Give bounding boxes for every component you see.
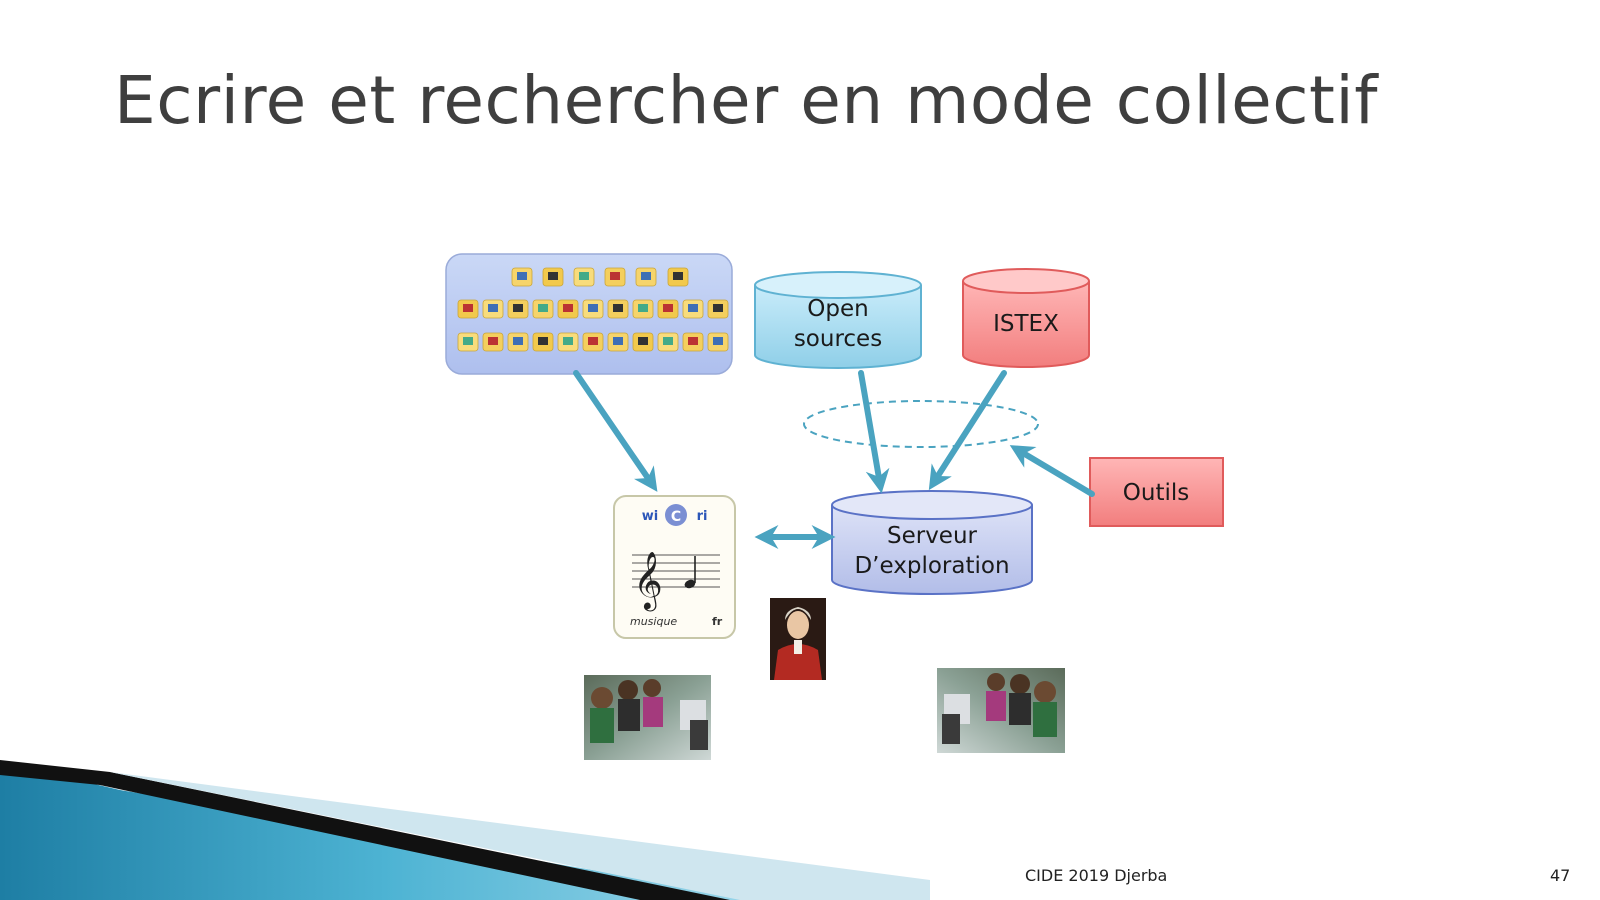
- portal-tile-glyph: [673, 272, 683, 280]
- portal-tile-glyph: [713, 304, 723, 312]
- serveur-node: Serveur D’exploration: [831, 490, 1033, 595]
- portal-tile-glyph: [488, 337, 498, 345]
- page-number: 47: [1550, 866, 1571, 885]
- serveur-label-2: D’exploration: [854, 553, 1009, 579]
- open-sources-node: Open sources: [754, 271, 922, 369]
- portal-tile-glyph: [563, 337, 573, 345]
- portal-tile-glyph: [548, 272, 558, 280]
- open-sources-label-2: sources: [794, 326, 882, 352]
- portal-tile-glyph: [638, 304, 648, 312]
- arrows: [573, 370, 1095, 549]
- portal-tile-glyph: [588, 304, 598, 312]
- portal-tile-glyph: [641, 272, 651, 280]
- portal-tile-glyph: [513, 304, 523, 312]
- quarter-note-icon: [684, 556, 696, 589]
- wicri-prefix: wi: [642, 509, 658, 524]
- portal-tile-glyph: [579, 272, 589, 280]
- portal-tile-glyph: [610, 272, 620, 280]
- wicri-musique-card: wi C ri 𝄞 musique fr: [613, 495, 736, 639]
- portal-tile-glyph: [688, 304, 698, 312]
- wicri-caption: musique: [630, 615, 677, 628]
- portal-tile-glyph: [513, 337, 523, 345]
- portal-tile-glyph: [663, 304, 673, 312]
- portal-tile-glyph: [517, 272, 527, 280]
- footer-band: [0, 760, 930, 900]
- outils-label: Outils: [1123, 480, 1189, 506]
- portal-tile-glyph: [463, 337, 473, 345]
- portal-icon-grid: [457, 267, 729, 352]
- portal-tile-glyph: [563, 304, 573, 312]
- selection-zone: [803, 400, 1039, 448]
- wicri-logo-icon: [665, 504, 687, 526]
- portal-tile-glyph: [613, 304, 623, 312]
- portal-tile-glyph: [613, 337, 623, 345]
- music-staff-icon: [632, 554, 720, 588]
- portal-tile-glyph: [538, 304, 548, 312]
- serveur-label-1: Serveur: [887, 523, 978, 549]
- slide-title: Ecrire et rechercher en mode collectif: [114, 62, 1378, 139]
- wicri-suffix: ri: [697, 509, 708, 524]
- arrow-outils-to-zone: [1009, 445, 1095, 497]
- portal-tile-glyph: [688, 337, 698, 345]
- portal-tile-glyph: [663, 337, 673, 345]
- portal-tile-glyph: [463, 304, 473, 312]
- wicri-logo-letter: C: [671, 509, 681, 525]
- arrow-opensources-to-serveur: [858, 370, 890, 494]
- footer-event: CIDE 2019 Djerba: [1025, 866, 1168, 885]
- portal-tile-glyph: [638, 337, 648, 345]
- students-photo-right: [937, 668, 1065, 753]
- portal-tile-glyph: [713, 337, 723, 345]
- istex-label: ISTEX: [993, 311, 1059, 337]
- portrait-image: [770, 598, 826, 680]
- wicri-lang: fr: [712, 615, 723, 628]
- treble-clef-icon: 𝄞: [633, 551, 663, 612]
- arrow-portal-to-wicri: [573, 370, 658, 492]
- portal-thumbnail: [445, 253, 733, 375]
- students-photo-left: [584, 675, 711, 760]
- portal-tile-glyph: [488, 304, 498, 312]
- outils-node: Outils: [1089, 457, 1224, 527]
- portal-tile-glyph: [588, 337, 598, 345]
- open-sources-label-1: Open: [807, 296, 868, 322]
- istex-node: ISTEX: [962, 268, 1090, 368]
- arrow-istex-to-serveur: [928, 370, 1007, 491]
- portal-tile-glyph: [538, 337, 548, 345]
